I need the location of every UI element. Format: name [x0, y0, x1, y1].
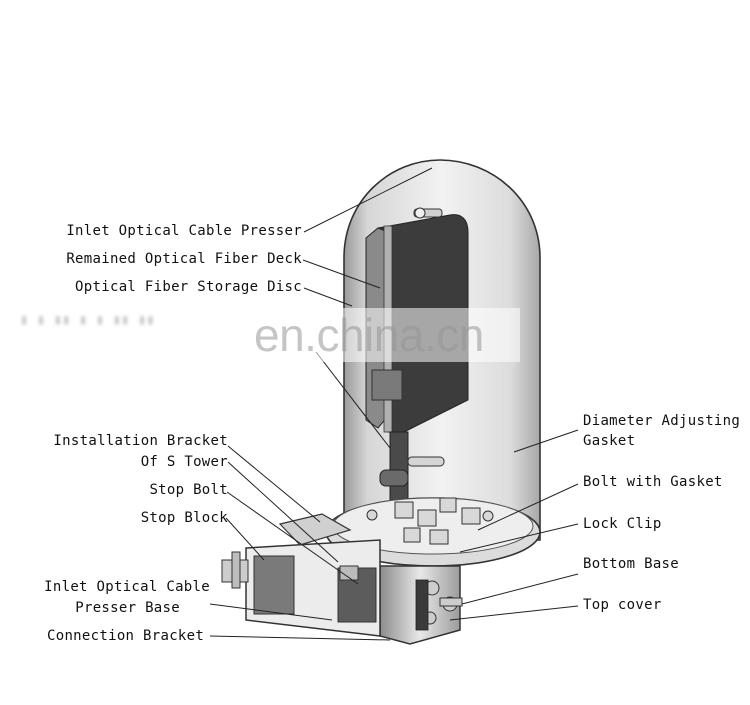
leader-lines: [209, 167, 579, 641]
label-fiber-storage-disc: Optical Fiber Storage Disc: [75, 279, 302, 295]
label-installation-bracket: Installation Bracket: [53, 433, 228, 449]
label-lock-clip: Lock Clip: [583, 516, 662, 532]
label-inlet-cable-presser: Inlet Optical Cable Presser: [66, 223, 302, 239]
watermark-text: en.china.cn: [254, 309, 484, 361]
label-top-cover: Top cover: [583, 597, 662, 613]
watermark-band: [0, 308, 520, 362]
label-bottom-base: Bottom Base: [583, 556, 680, 572]
obscured-label: ▮ ▮ ▮▮ ▮ ▮ ▮▮ ▮▮: [20, 312, 155, 328]
bracket-window-left: [253, 555, 295, 615]
label-installation-bracket-line2: Of S Tower: [140, 454, 228, 470]
top-cover-bolts: [423, 580, 463, 625]
label-remained-fiber-deck: Remained Optical Fiber Deck: [66, 251, 302, 267]
side-pin: [407, 456, 445, 467]
label-diameter-gasket: Diameter Adjusting: [583, 413, 741, 429]
label-inlet-presser-base-line2: Presser Base: [75, 600, 180, 616]
label-diameter-gasket-line2: Gasket: [583, 433, 636, 449]
label-stop-bolt: Stop Bolt: [149, 482, 228, 498]
stop-block: [221, 551, 249, 589]
label-inlet-presser-base: Inlet Optical Cable: [44, 579, 210, 595]
label-stop-block: Stop Block: [140, 510, 228, 526]
base-bolts: [366, 497, 494, 545]
label-bolt-gasket: Bolt with Gasket: [583, 474, 723, 490]
stop-bolt: [339, 565, 359, 581]
label-connection-bracket: Connection Bracket: [47, 628, 205, 644]
